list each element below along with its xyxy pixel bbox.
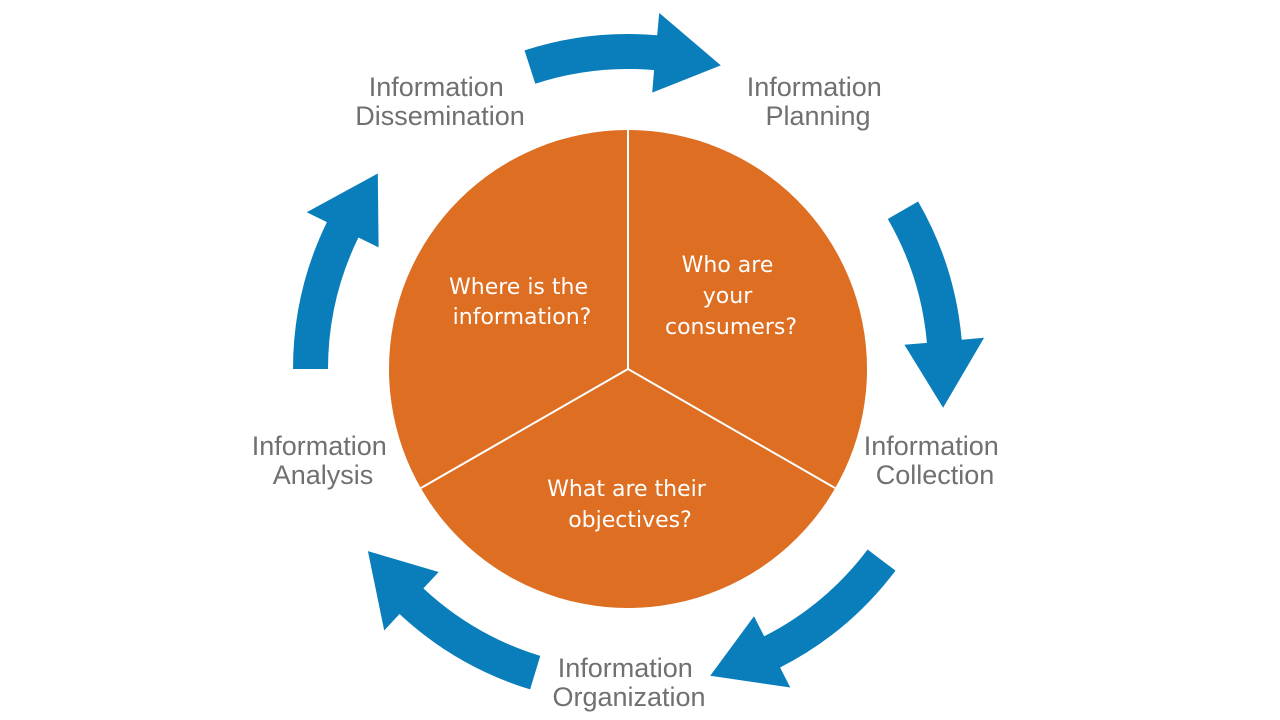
stage-label-collection: Information Collection	[864, 431, 1007, 490]
arrow-collection-to-organization	[710, 549, 896, 688]
stage-label-dissemination: Information Dissemination	[355, 72, 525, 131]
arrow-organization-to-analysis	[367, 551, 541, 690]
cycle-arrows	[293, 12, 985, 690]
arrow-dissemination-to-planning	[524, 12, 721, 93]
pie-segment-objectives: What are their objectives?	[547, 477, 713, 533]
pie-divider-left	[420, 368, 629, 489]
arrow-planning-to-collection	[887, 201, 985, 408]
stage-label-organization: Information Organization	[552, 653, 705, 712]
arrow-analysis-to-dissemination	[293, 173, 379, 369]
pie-segment-where: Where is the information?	[449, 275, 595, 330]
pie-segment-consumers: Who are your consumers?	[665, 253, 797, 340]
central-pie: Who are your consumers? Where is the inf…	[389, 130, 867, 608]
pie-divider-right	[627, 368, 836, 489]
stage-label-planning: Information Planning	[747, 72, 890, 131]
stage-label-analysis: Information Analysis	[252, 431, 395, 490]
